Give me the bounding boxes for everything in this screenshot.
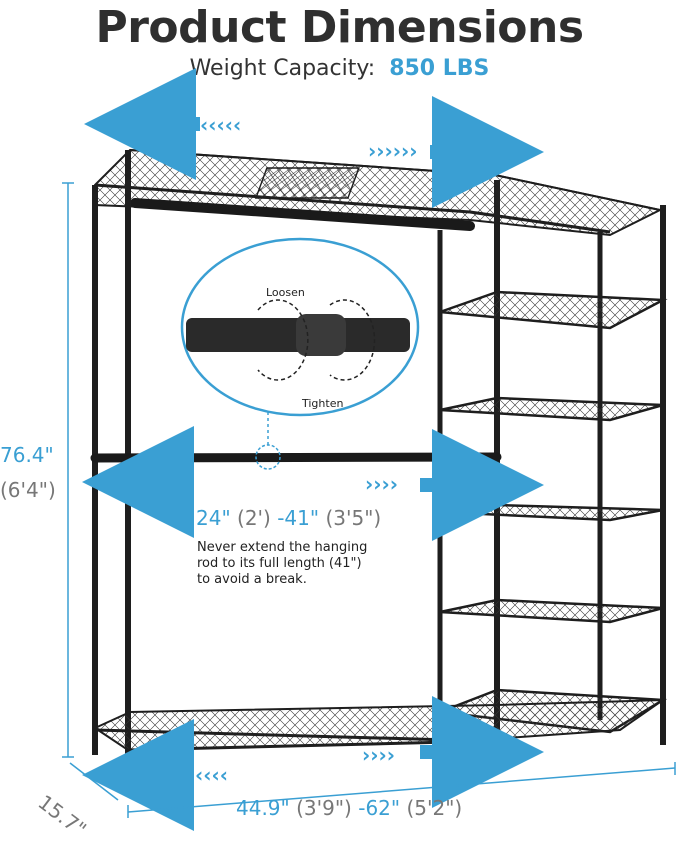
upper-hanging-rod xyxy=(130,198,475,231)
tighten-label: Tighten xyxy=(302,397,344,410)
width-dash: - xyxy=(358,796,366,820)
svg-text:››››: ›››› xyxy=(362,743,395,767)
svg-text:››››: ›››› xyxy=(365,472,398,496)
width-dimension: 44.9" (3'9") -62" (5'2") xyxy=(236,796,462,820)
rod-warning-note: Never extend the hanging rod to its full… xyxy=(197,540,417,588)
depth-dimension-line xyxy=(69,762,119,801)
rod-length-arrows: ›››› xyxy=(82,426,544,541)
top-width-arrows: ‹‹‹‹‹ ›››››› xyxy=(84,68,544,208)
loosen-label: Loosen xyxy=(266,286,305,299)
height-ft: (6'4") xyxy=(0,478,56,502)
svg-text:››››››: ›››››› xyxy=(368,139,417,163)
rod-max-in: 41" xyxy=(284,506,320,530)
rod-dash: - xyxy=(277,506,285,530)
right-posts xyxy=(494,180,666,760)
rod-warning-line: to avoid a break. xyxy=(197,572,307,587)
rod-length-dimension: 24" (2') -41" (3'5") xyxy=(196,506,381,530)
width-min-ft: (3'9") xyxy=(296,796,352,820)
weight-capacity: Weight Capacity: 850 LBS xyxy=(0,56,679,81)
rod-min-in: 24" xyxy=(196,506,231,530)
rod-max-ft: (3'5") xyxy=(325,506,382,530)
svg-text:‹‹‹‹: ‹‹‹‹ xyxy=(195,763,228,787)
svg-text:‹‹‹‹‹: ‹‹‹‹‹ xyxy=(200,113,241,137)
width-max-in: 62" xyxy=(365,796,401,820)
weight-capacity-label: Weight Capacity: xyxy=(189,56,376,81)
rod-warning-line: rod to its full length (41") xyxy=(197,556,362,571)
width-max-ft: (5'2") xyxy=(406,796,463,820)
page-title: Product Dimensions xyxy=(95,2,584,53)
weight-capacity-value: 850 LBS xyxy=(389,56,490,81)
width-min-in: 44.9" xyxy=(236,796,290,820)
bottom-width-arrows: ‹‹‹‹ ›››› xyxy=(82,696,544,831)
rod-adjust-callout xyxy=(180,237,420,417)
middle-hanging-rod xyxy=(90,452,502,463)
right-shelves xyxy=(439,290,668,734)
rod-warning-line: Never extend the hanging xyxy=(197,540,368,555)
width-dimension-line xyxy=(127,767,676,813)
height-in: 76.4" xyxy=(0,443,54,467)
rod-min-ft: (2') xyxy=(237,506,271,530)
